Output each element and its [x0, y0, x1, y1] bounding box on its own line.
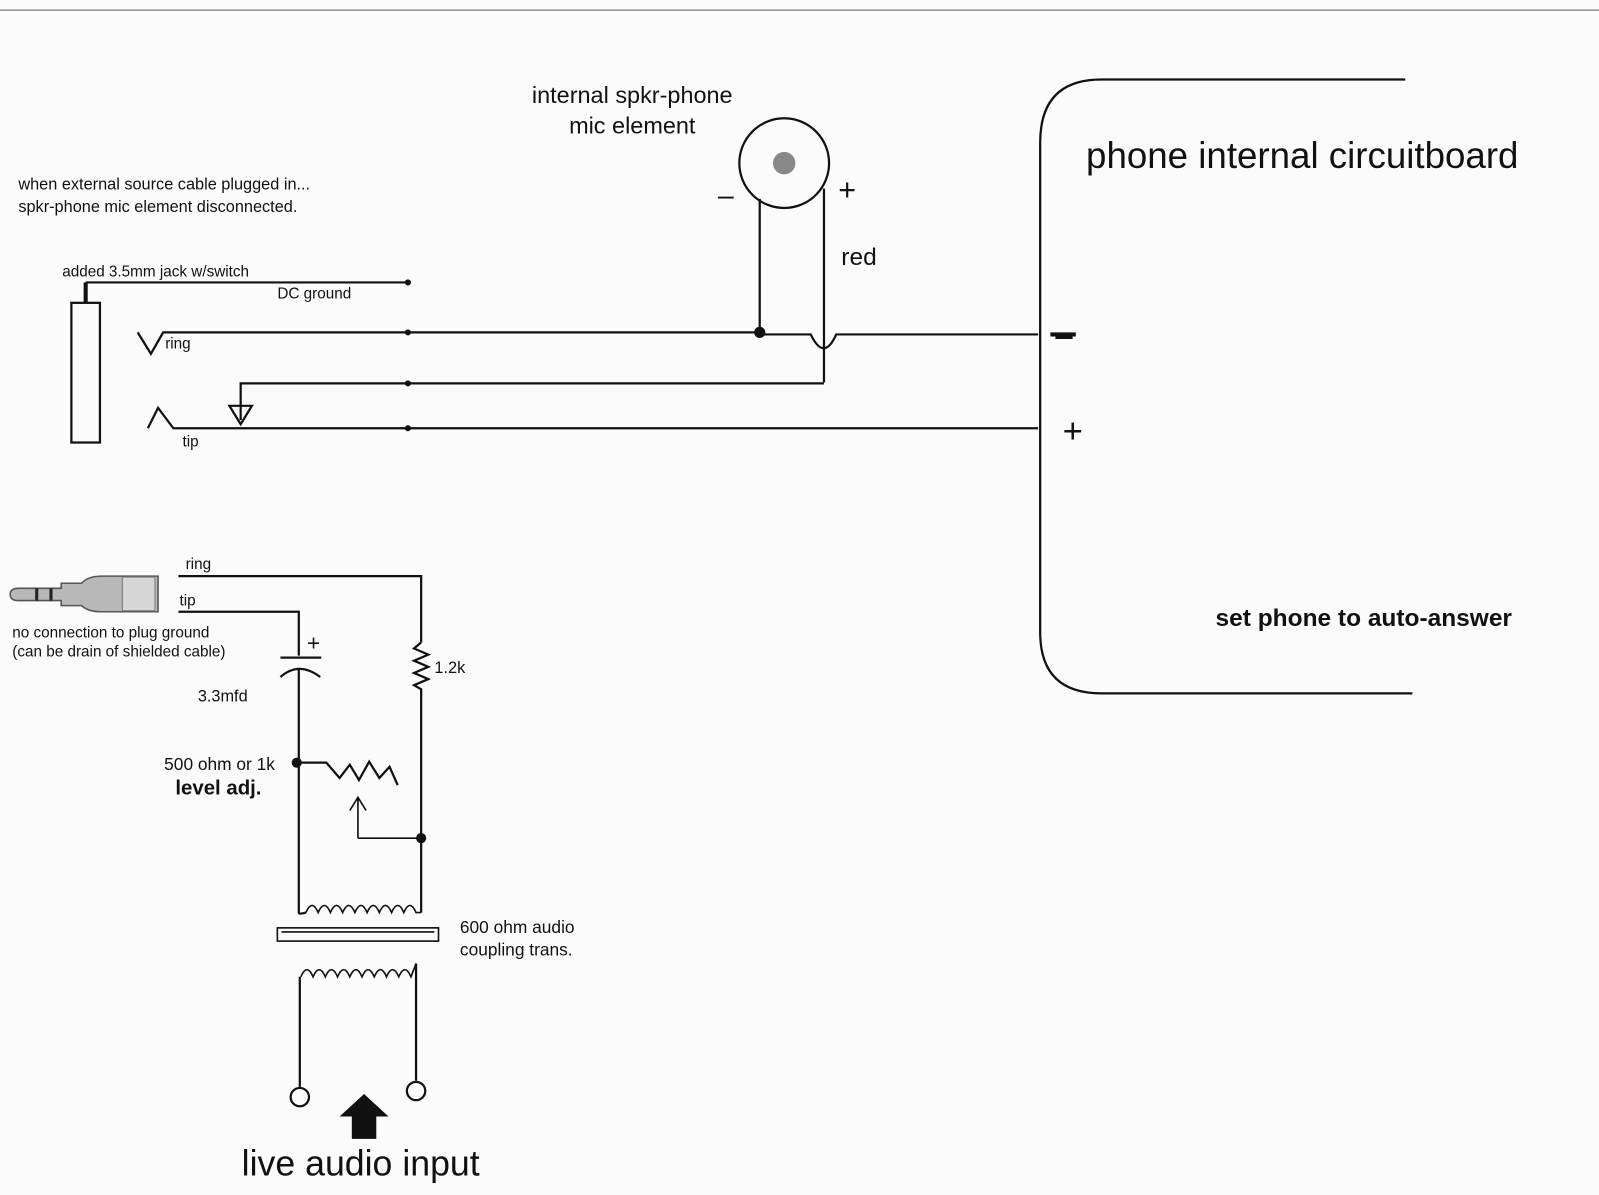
note-line-2: spkr-phone mic element disconnected.	[18, 198, 297, 216]
input-terminal-1[interactable]	[289, 1086, 311, 1108]
resistor-label: 1.2k	[434, 659, 466, 677]
potentiometer	[296, 759, 399, 786]
wiper-junction	[416, 833, 427, 844]
dc-ground-label: DC ground	[277, 286, 351, 303]
mic-title-2: mic element	[569, 113, 696, 139]
tip-label-bottom: tip	[179, 593, 195, 610]
input-terminal-2[interactable]	[405, 1080, 427, 1102]
plug-note-2: (can be drain of shielded cable)	[12, 644, 225, 661]
board-title: phone internal circuitboard	[1086, 135, 1518, 176]
resistor-1-2k	[411, 641, 432, 913]
plug-note-1: no connection to plug ground	[12, 624, 209, 641]
transformer-secondary	[300, 963, 417, 979]
circuitboard-outline	[1039, 78, 1413, 695]
pot-label-1: 500 ohm or 1k	[164, 754, 275, 774]
ring-wire	[136, 331, 760, 357]
switch-wire	[239, 382, 824, 421]
tip-label-top: tip	[183, 434, 199, 451]
junction	[754, 326, 766, 339]
auto-answer-note: set phone to auto-answer	[1216, 605, 1513, 632]
transformer-label-1: 600 ohm audio	[460, 917, 575, 937]
plug-icon	[9, 575, 159, 613]
mic-plus: +	[838, 173, 856, 207]
capacitor-curve	[279, 667, 321, 678]
tip-wire	[146, 405, 1039, 430]
jack-label: added 3.5mm jack w/switch	[62, 263, 249, 280]
ring-label-bottom: ring	[186, 556, 211, 573]
transformer-label-2: coupling trans.	[460, 939, 573, 959]
capacitor-label: 3.3mfd	[198, 688, 248, 706]
jack-with-switch	[70, 279, 1076, 444]
mic-center	[772, 151, 796, 175]
note-line-1: when external source cable plugged in...	[17, 176, 310, 194]
capacitor-plus: +	[307, 631, 320, 656]
tip-input-wire	[178, 610, 300, 656]
red-label: red	[841, 244, 876, 271]
mic-circle	[738, 117, 831, 210]
mic-minus: –	[718, 180, 734, 212]
input-label: live audio input	[242, 1144, 480, 1184]
board-plus: +	[1063, 413, 1083, 451]
ring-input-wire	[178, 574, 423, 643]
mic-title-1: internal spkr-phone	[532, 82, 733, 108]
ring-label-top: ring	[165, 336, 190, 353]
pot-label-2: level adj.	[175, 777, 261, 799]
transformer-core	[276, 927, 440, 942]
transformer-primary	[305, 904, 422, 915]
minus-wire	[759, 333, 1039, 350]
wiper-arrow	[349, 795, 367, 839]
switch-contact	[227, 404, 254, 427]
mic-element	[738, 117, 831, 383]
up-arrow-icon	[339, 1094, 389, 1139]
